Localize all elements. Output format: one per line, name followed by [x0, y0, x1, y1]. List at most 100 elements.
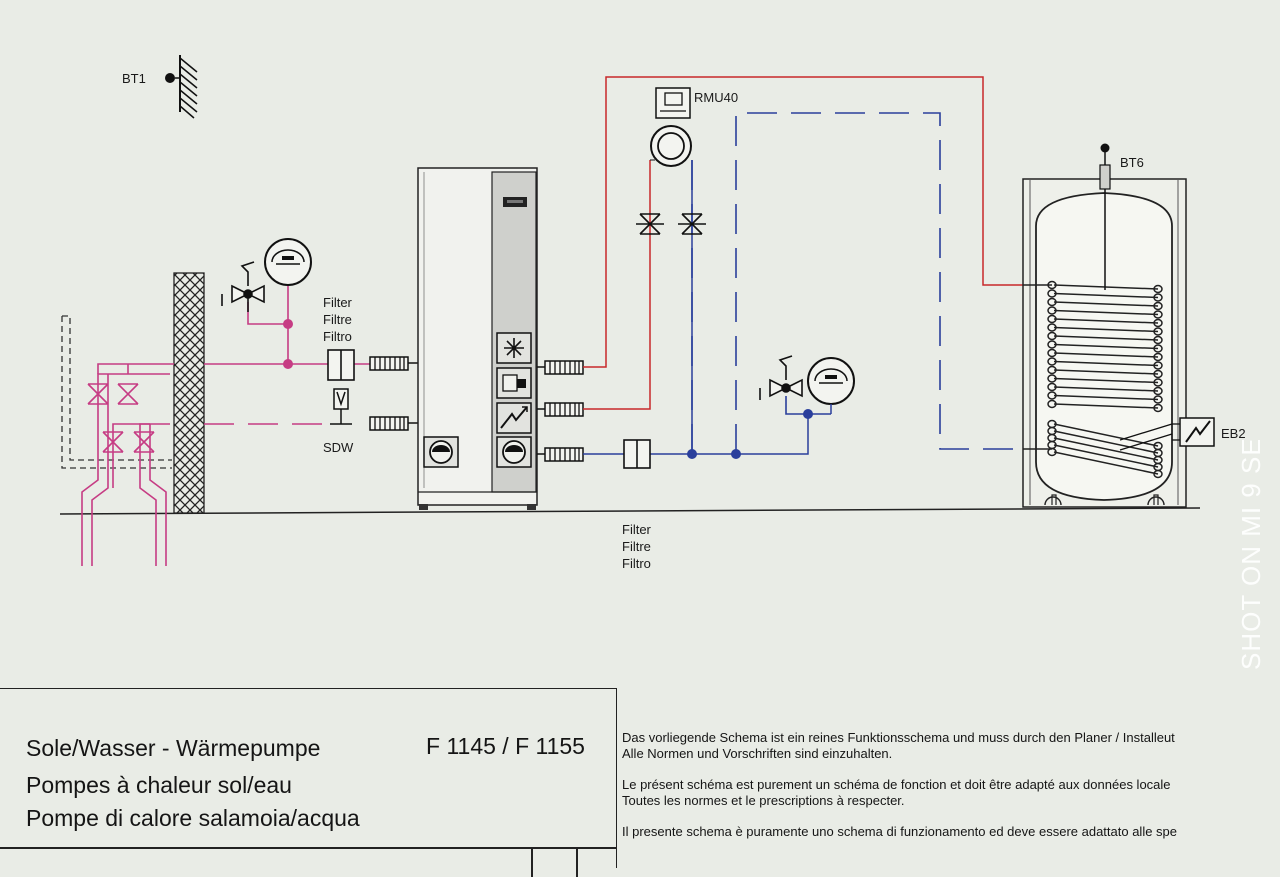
fill-valve-sdw	[330, 388, 352, 425]
title-de: Sole/Wasser - Wärmepumpe	[26, 735, 321, 761]
coil-end	[1047, 391, 1057, 400]
filter-label-upper-de: Filter	[323, 295, 353, 310]
return-junction	[731, 449, 741, 459]
coil-turn	[1053, 360, 1159, 367]
coil-end	[1153, 318, 1163, 328]
coil-end	[1153, 403, 1163, 413]
brine-junction	[283, 359, 293, 369]
eb2-label: EB2	[1221, 426, 1246, 441]
tank-heating-coil	[1047, 280, 1163, 479]
coil-end	[1153, 386, 1163, 396]
coil-turn	[1053, 352, 1159, 358]
coil-end	[1047, 374, 1057, 383]
coil-end	[1047, 357, 1057, 366]
heating-flow-piping	[583, 76, 1050, 410]
filter-label-lower-it: Filtro	[622, 556, 651, 571]
coil-end	[1153, 284, 1163, 294]
coil-turn	[1053, 377, 1159, 384]
coil-turn	[1053, 301, 1159, 307]
brine-safety-valve	[221, 261, 265, 312]
note-fr-2: Toutes les normes et le prescriptions à …	[622, 793, 905, 808]
coil-end	[1047, 314, 1057, 324]
flex-hose-brine-out	[369, 416, 409, 431]
coil-end	[1153, 344, 1163, 353]
bt6-label: BT6	[1120, 155, 1144, 170]
outdoor-sensor-bt1	[165, 55, 198, 119]
filter-label-lower-fr: Filtre	[622, 539, 651, 554]
room-unit-rmu40	[655, 87, 691, 119]
title-it: Pompe di calore salamoia/acqua	[26, 805, 360, 831]
hot-water-sensor-bt6	[1099, 143, 1111, 290]
coil-turn	[1053, 386, 1159, 392]
brine-expansion-vessel	[264, 238, 312, 286]
coil-turn	[1053, 437, 1159, 461]
heating-shutoff-valves	[636, 213, 706, 235]
flex-hose-brine-in	[369, 356, 409, 371]
heating-safety-valve	[759, 355, 808, 415]
coil-end	[1153, 327, 1163, 336]
brine-valves	[87, 383, 155, 453]
brine-pump-icon	[423, 436, 459, 468]
note-fr-1: Le présent schéma est purement un schéma…	[622, 777, 1171, 792]
return-junction	[687, 449, 697, 459]
coil-end	[1153, 378, 1163, 387]
flex-hose-flow	[544, 360, 584, 375]
filter-label-upper-it: Filtro	[323, 329, 352, 344]
coil-end	[1047, 306, 1057, 315]
title-block-cell-divider	[531, 847, 533, 877]
brine-collector-outline	[61, 315, 172, 469]
model-number: F 1145 / F 1155	[426, 733, 585, 759]
coil-turn	[1053, 430, 1159, 454]
rmu40-label: RMU40	[694, 90, 738, 105]
coil-end	[1047, 289, 1057, 298]
coil-end	[1047, 399, 1057, 409]
heating-pump-icon	[496, 436, 532, 468]
immersion-heater-icon	[496, 402, 532, 434]
coil-turn	[1053, 394, 1159, 401]
title-block: Sole/Wasser - Wärmepumpe Pompes à chaleu…	[0, 688, 617, 877]
brine-piping	[81, 286, 370, 566]
note-de-2: Alle Normen und Vorschriften sind einzuh…	[622, 746, 893, 761]
coil-end	[1153, 395, 1163, 404]
filter-label-upper-fr: Filtre	[323, 312, 352, 327]
brine-junction	[283, 319, 293, 329]
coil-end	[1047, 340, 1057, 349]
flex-hose-hot-water	[544, 402, 584, 417]
note-it-1: Il presente schema è puramente uno schem…	[622, 824, 1178, 839]
coil-end	[1047, 331, 1057, 341]
title-block-divider	[0, 847, 616, 849]
coil-end	[1153, 369, 1163, 379]
compressor-icon	[496, 332, 532, 364]
camera-watermark: SHOT ON MI 9 SE	[1236, 440, 1266, 670]
bt1-label: BT1	[122, 71, 146, 86]
coil-turn	[1053, 335, 1159, 341]
coil-end	[1047, 382, 1057, 392]
coil-turn	[1053, 444, 1159, 468]
sdw-label: SDW	[323, 440, 354, 455]
disclaimer-notes: Das vorliegende Schema ist ein reines Fu…	[622, 730, 1280, 840]
coil-end	[1153, 301, 1163, 311]
ground-line	[59, 507, 1201, 515]
coil-end	[1153, 310, 1163, 319]
heating-return-piping	[583, 160, 809, 455]
coil-turn	[1053, 403, 1159, 409]
coil-end	[1153, 293, 1163, 302]
filter-label-lower-de: Filter	[622, 522, 652, 537]
electric-heater-eb2	[1119, 417, 1215, 451]
note-de-1: Das vorliegende Schema ist ein reines Fu…	[622, 730, 1175, 745]
coil-end	[1047, 365, 1057, 375]
coil-turn	[1053, 284, 1159, 290]
coil-end	[1153, 361, 1163, 370]
coil-end	[1153, 335, 1163, 345]
hot-water-return-dashed	[735, 112, 1050, 454]
coil-turn	[1053, 326, 1159, 333]
coil-turn	[1053, 292, 1159, 299]
heating-circuit-symbol	[650, 125, 692, 167]
flex-hose-return	[544, 447, 584, 462]
coil-turn	[1053, 318, 1159, 324]
coil-end	[1047, 297, 1057, 307]
heating-expansion-vessel	[807, 357, 855, 415]
title-block-cell-divider	[576, 847, 578, 877]
coil-turn	[1053, 451, 1159, 475]
